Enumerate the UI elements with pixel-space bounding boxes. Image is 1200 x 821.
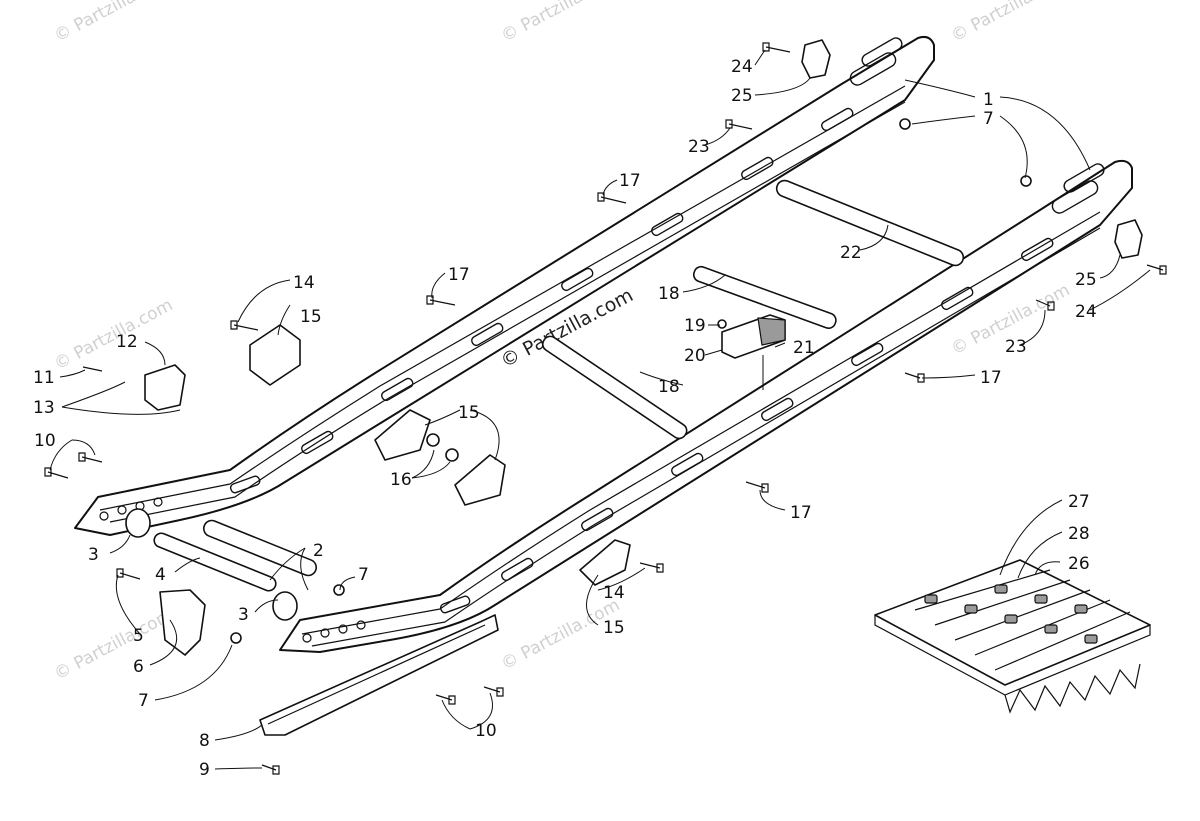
callout-number: 6: [133, 657, 144, 677]
callout-number: 23: [688, 137, 710, 157]
callout-number: 15: [458, 403, 480, 423]
callout-number: 3: [88, 545, 99, 565]
callout-number: 14: [293, 273, 315, 293]
callout-number: 7: [358, 565, 369, 585]
callout-number: 28: [1068, 524, 1090, 544]
callout-number: 13: [33, 398, 55, 418]
callout-number: 19: [684, 316, 706, 336]
callout-number: 25: [1075, 270, 1097, 290]
callout-number: 15: [300, 307, 322, 327]
callout-number: 17: [619, 171, 641, 191]
callout-number: 16: [390, 470, 412, 490]
leader-lines: [49, 49, 1151, 770]
watermark: © Partzilla.com: [51, 605, 176, 684]
callout-number: 7: [983, 109, 994, 129]
callout-number: 23: [1005, 337, 1027, 357]
callout-labels: 1 2 3 3 4 5 6 7 7 7 8 9 10 10 11 12 13 1…: [33, 57, 1097, 780]
wear-strip: [259, 614, 499, 736]
callout-number: 9: [199, 760, 210, 780]
callout-number: 26: [1068, 554, 1090, 574]
callout-number: 15: [603, 618, 625, 638]
callout-number: 18: [658, 284, 680, 304]
callout-number: 1: [983, 90, 994, 110]
callout-number: 24: [731, 57, 753, 77]
callout-number: 7: [138, 691, 149, 711]
track-segment: [874, 559, 1151, 714]
watermark: © Partzilla.com: [51, 295, 176, 374]
watermark: © Partzilla.com: [948, 0, 1073, 46]
bolts: [44, 42, 1167, 775]
callout-number: 8: [199, 731, 210, 751]
callout-number: 3: [238, 605, 249, 625]
callout-number: 24: [1075, 302, 1097, 322]
watermark: © Partzilla.com: [51, 0, 176, 46]
callout-number: 25: [731, 86, 753, 106]
callout-number: 12: [116, 332, 138, 352]
callout-number: 10: [34, 431, 56, 451]
brackets: [144, 39, 1143, 656]
cross-shafts: [125, 179, 965, 621]
callout-number: 22: [840, 243, 862, 263]
right-slide-rail: [279, 159, 1133, 653]
callout-number: 18: [658, 377, 680, 397]
callout-number: 27: [1068, 492, 1090, 512]
callout-number: 2: [313, 541, 324, 561]
callout-number: 10: [475, 721, 497, 741]
callout-number: 17: [790, 503, 812, 523]
left-slide-rail: [74, 35, 935, 536]
watermark: © Partzilla.com: [498, 0, 623, 46]
callout-number: 20: [684, 346, 706, 366]
callout-number: 17: [448, 265, 470, 285]
callout-number: 4: [155, 565, 166, 585]
callout-number: 17: [980, 368, 1002, 388]
callout-number: 14: [603, 583, 625, 603]
callout-number: 5: [133, 626, 144, 646]
callout-number: 11: [33, 368, 55, 388]
callout-number: 21: [793, 338, 815, 358]
